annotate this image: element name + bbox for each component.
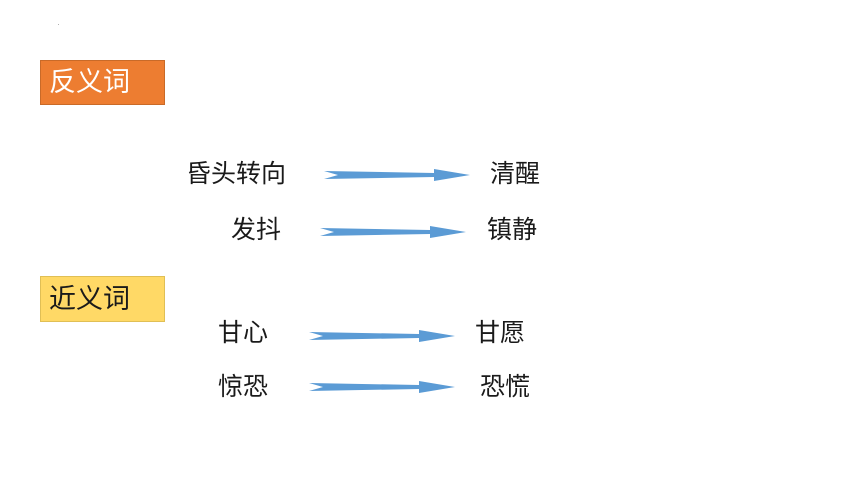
antonym-pair-2-left: 发抖 [231, 215, 282, 244]
arrow-shape [309, 330, 455, 342]
arrow-shape [309, 381, 455, 393]
arrow-shape [324, 169, 470, 181]
antonym-pair-1-left: 昏头转向 [186, 159, 287, 188]
antonym-label: 反义词 [49, 67, 130, 98]
antonym-pair-1-right: 清醒 [490, 159, 541, 188]
synonym-label: 近义词 [49, 283, 130, 315]
synonym-pair-2-right: 恐慌 [480, 372, 531, 401]
arrow-right-icon [320, 226, 466, 238]
synonym-pair-1-right: 甘愿 [475, 318, 526, 347]
synonym-pair-2-left: 惊恐 [218, 372, 269, 401]
decorative-dot [58, 24, 59, 25]
synonym-pair-1-left: 甘心 [218, 318, 269, 347]
antonym-label-box: 反义词 [40, 60, 165, 105]
synonym-label-box: 近义词 [40, 276, 165, 322]
antonym-pair-2-right: 镇静 [487, 215, 538, 244]
arrow-right-icon [309, 330, 455, 342]
arrow-shape [320, 226, 466, 238]
arrow-right-icon [324, 169, 470, 181]
arrow-right-icon [309, 381, 455, 393]
